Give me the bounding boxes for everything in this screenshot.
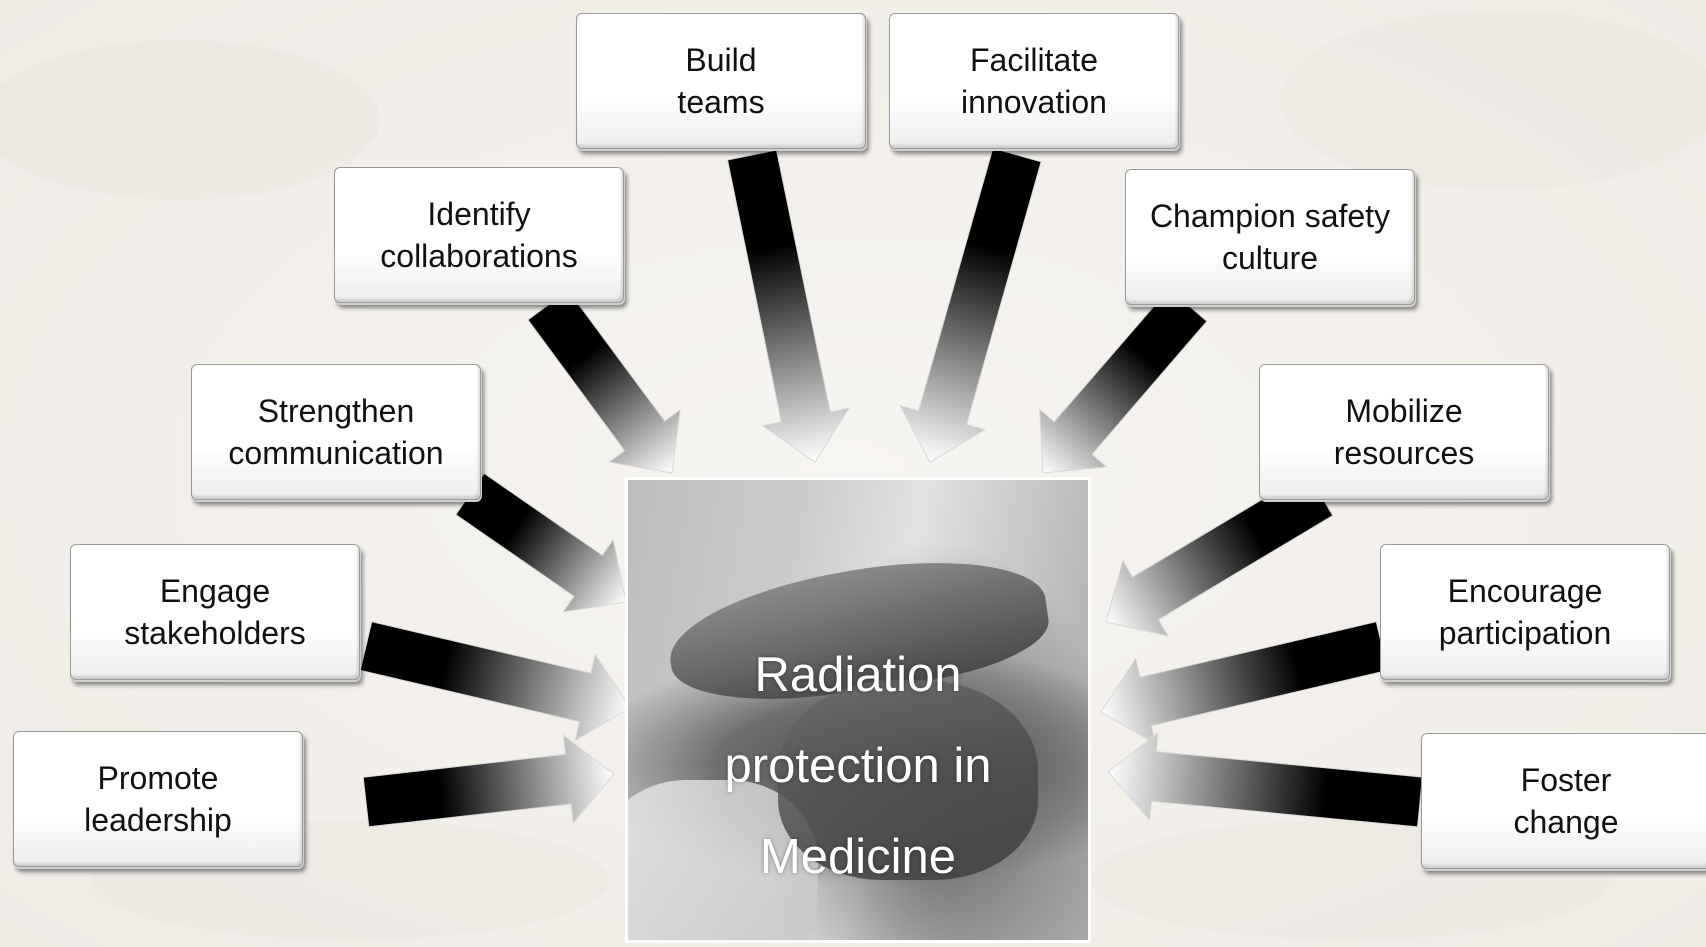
node-label: Promote leadership (84, 760, 232, 838)
arrow-promote-leadership (362, 734, 615, 828)
node-facilitate-innovation: Facilitate innovation (889, 13, 1179, 149)
center-image-panel: Radiation protection in Medicine (625, 477, 1091, 943)
hand-shape-lower (778, 680, 1038, 880)
node-mobilize-resources: Mobilize resources (1259, 364, 1549, 500)
node-label: Encourage participation (1438, 573, 1612, 651)
node-champion-safety-culture: Champion safety culture (1125, 169, 1415, 305)
node-build-teams: Build teams (576, 13, 866, 149)
arrow-identify-collaborations (527, 289, 681, 474)
node-foster-change: Foster change (1421, 733, 1706, 869)
arrow-foster-change (1107, 731, 1423, 828)
node-label: Foster change (1513, 762, 1619, 840)
node-label: Mobilize resources (1333, 393, 1475, 471)
node-strengthen-communication: Strengthen communication (191, 364, 481, 500)
arrow-build-teams (726, 149, 850, 463)
node-label: Facilitate innovation (961, 42, 1107, 120)
node-label: Strengthen communication (228, 393, 444, 471)
node-identify-collaborations: Identify collaborations (334, 167, 624, 303)
node-label: Champion safety culture (1149, 198, 1391, 276)
node-label: Engage stakeholders (124, 573, 306, 651)
center-title: Radiation protection in Medicine (724, 648, 992, 884)
node-promote-leadership: Promote leadership (13, 731, 303, 867)
node-encourage-participation: Encourage participation (1380, 544, 1670, 680)
node-engage-stakeholders: Engage stakeholders (70, 544, 360, 680)
arrow-facilitate-innovation (899, 147, 1042, 463)
arrow-strengthen-communication (455, 472, 627, 613)
node-label: Build teams (677, 42, 765, 120)
arrow-encourage-participation (1100, 621, 1389, 746)
arrow-mobilize-resources (1105, 471, 1334, 637)
arrow-champion-safety-culture (1039, 287, 1208, 474)
node-label: Identify collaborations (380, 196, 578, 274)
arrow-engage-stakeholders (359, 621, 631, 742)
